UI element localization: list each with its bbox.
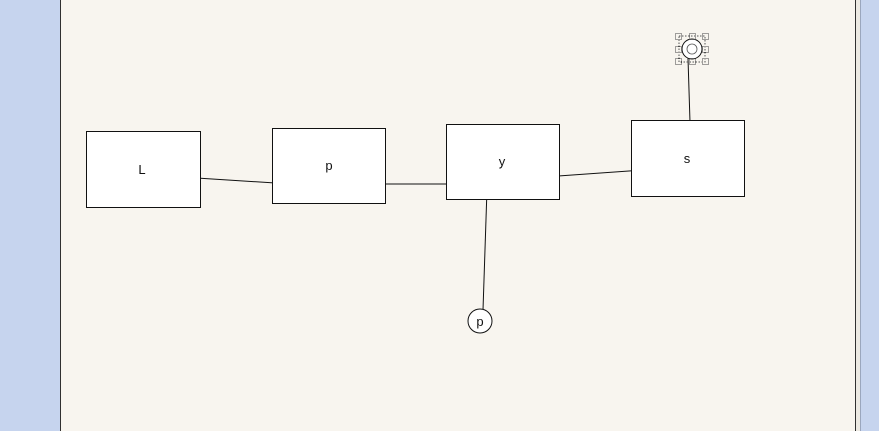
node-label: L — [138, 162, 145, 177]
node-label: s — [684, 151, 691, 166]
selection-handles[interactable] — [675, 33, 709, 65]
edge-n3-n5[interactable] — [482, 188, 488, 311]
node-n3[interactable]: y — [446, 124, 560, 200]
node-n6[interactable] — [675, 33, 709, 65]
node-label: p — [476, 314, 483, 329]
node-n5[interactable]: p — [467, 308, 493, 334]
node-n2[interactable]: p — [272, 128, 386, 204]
node-n1[interactable]: L — [86, 131, 201, 208]
node-n4[interactable]: s — [631, 120, 745, 197]
canvas-right-border — [856, 0, 861, 431]
diagram-canvas[interactable] — [60, 0, 856, 431]
node-label: y — [499, 154, 506, 169]
node-label: p — [325, 158, 332, 173]
